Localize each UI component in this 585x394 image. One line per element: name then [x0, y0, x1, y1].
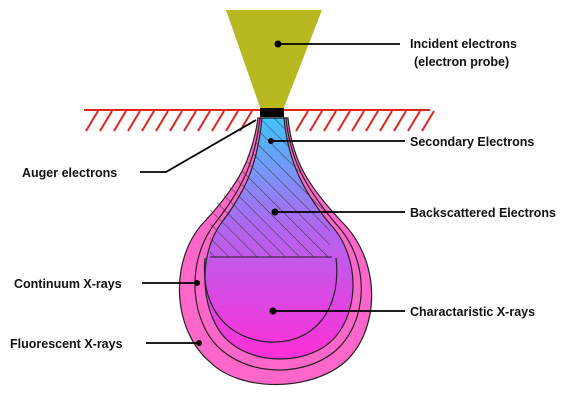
backscattered-region-hatch [200, 115, 340, 257]
surface-hatch-tick [408, 111, 420, 131]
dot-backscattered [272, 209, 279, 216]
surface-hatch-tick [170, 111, 182, 131]
label-incident-electrons: Incident electrons [410, 37, 517, 51]
probe-tip [260, 108, 284, 117]
dot-fluorescent [196, 340, 202, 346]
label-characteristic-xrays: Charactaristic X-rays [410, 305, 535, 319]
surface-hatch-tick [100, 111, 112, 131]
surface-hatch-tick [366, 111, 378, 131]
surface-hatch-tick [198, 111, 210, 131]
surface-hatch-tick [128, 111, 140, 131]
label-electron-probe: (electron probe) [414, 55, 509, 69]
dot-continuum [194, 280, 200, 286]
surface-hatch-tick [338, 111, 350, 131]
label-auger-electrons: Auger electrons [22, 166, 117, 180]
surface-hatch-tick [226, 111, 238, 131]
label-continuum-xrays: Continuum X-rays [14, 277, 122, 291]
dot-secondary [268, 138, 274, 144]
surface-hatch-tick [114, 111, 126, 131]
surface-hatch-tick [86, 111, 98, 131]
label-secondary-electrons: Secondary Electrons [410, 135, 534, 149]
dot-incident [275, 41, 282, 48]
surface-hatch-tick [422, 111, 434, 131]
surface-hatch-tick [352, 111, 364, 131]
surface-hatch-tick [380, 111, 392, 131]
surface-hatch-tick [324, 111, 336, 131]
label-fluorescent-xrays: Fluorescent X-rays [10, 337, 123, 351]
surface-hatch-tick [394, 111, 406, 131]
surface-hatch-tick [184, 111, 196, 131]
surface-hatch-tick [310, 111, 322, 131]
surface-hatch-tick [296, 111, 308, 131]
label-backscattered-electrons: Backscattered Electrons [410, 206, 556, 220]
surface-hatch-tick [212, 111, 224, 131]
dot-characteristic [270, 308, 277, 315]
electron-probe-cone [226, 10, 322, 110]
surface-hatch-tick [156, 111, 168, 131]
surface-hatch-tick [142, 111, 154, 131]
